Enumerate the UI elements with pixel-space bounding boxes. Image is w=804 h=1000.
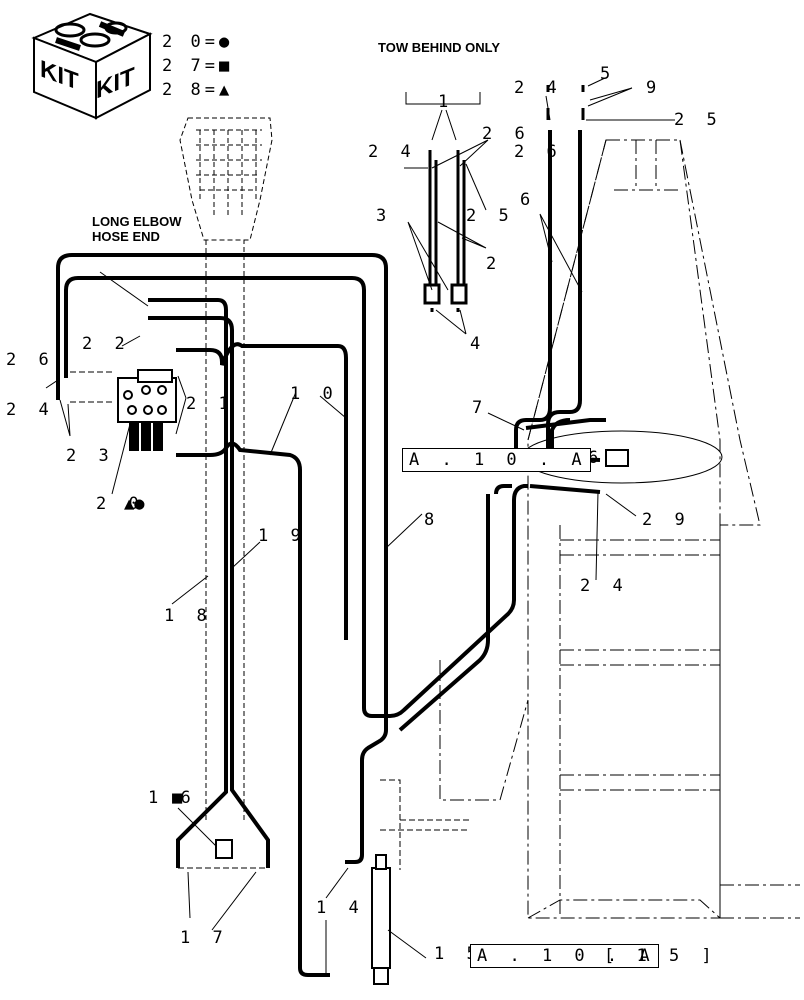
callout-26-rear: 2 6 — [514, 142, 563, 162]
callout-16-symbol: ■ — [172, 788, 183, 808]
callout-25-rear: 2 5 — [674, 110, 723, 130]
callout-19: 1 9 — [258, 526, 307, 546]
hose-2 — [423, 160, 468, 305]
hydraulic-cylinder — [371, 854, 391, 985]
quick-coupler-29 — [605, 449, 629, 467]
legend-row-28: 2 8=▲ — [162, 80, 234, 100]
callout-1: 1 — [438, 92, 455, 112]
callout-15: 1 5 — [434, 944, 483, 964]
callout-26-tow: 2 6 — [482, 124, 531, 144]
legend-row-20: 2 0=● — [162, 32, 234, 52]
square-icon: ■ — [218, 56, 234, 76]
ref-box-top[interactable]: A . 1 0 . A — [402, 448, 591, 472]
callout-21: 2 1 — [186, 394, 235, 414]
callout-20-symbols: ▲● — [124, 494, 145, 514]
callout-5: 5 — [600, 64, 617, 84]
hose-6 — [514, 130, 606, 470]
callout-18: 1 8 — [164, 606, 213, 626]
long-elbow-note-line2: HOSE END — [92, 229, 160, 244]
hose-loops — [56, 253, 528, 977]
callout-3: 3 — [376, 206, 393, 226]
circle-icon: ● — [218, 32, 234, 52]
callout-2: 2 — [486, 254, 503, 274]
callout-25-tow: 2 5 — [466, 206, 515, 226]
legend-row-27: 2 7=■ — [162, 56, 234, 76]
callout-4: 4 — [470, 334, 487, 354]
leader-lines — [45, 77, 675, 975]
callout-29: 2 9 — [642, 510, 691, 530]
callout-14: 1 4 — [316, 898, 365, 918]
legend-number-28: 2 8 — [162, 80, 205, 100]
callout-26-valve: 2 6 — [6, 350, 55, 370]
callout-8: 8 — [424, 510, 441, 530]
legend-number-20: 2 0 — [162, 32, 205, 52]
tractor-outline — [179, 117, 273, 820]
tow-behind-note: TOW BEHIND ONLY — [378, 40, 501, 55]
hose-8 — [398, 484, 601, 732]
callout-24-tow: 2 4 — [368, 142, 417, 162]
kit-box-icon — [31, 12, 153, 120]
callout-6-rear: 6 — [520, 190, 537, 210]
long-elbow-note-line1: LONG ELBOW — [92, 214, 182, 229]
fittings-tow — [428, 85, 585, 312]
callout-9: 9 — [646, 78, 663, 98]
callout-24-hitch: 2 4 — [580, 576, 629, 596]
pump-block — [215, 839, 233, 859]
legend-number-27: 2 7 — [162, 56, 205, 76]
valve-assembly — [117, 369, 177, 451]
callout-20: 2 0 — [96, 494, 145, 514]
triangle-icon: ▲ — [218, 80, 234, 100]
callout-7: 7 — [472, 398, 489, 418]
ref-box-bottom-suffix: [ 1 5 ] — [604, 946, 718, 966]
callout-16: 1 6 — [148, 788, 197, 808]
callout-17: 1 7 — [180, 928, 229, 948]
implement-frame — [439, 139, 800, 919]
callout-24-rear: 2 4 — [514, 78, 563, 98]
callout-23: 2 3 — [66, 446, 115, 466]
dashed-connectors — [70, 371, 470, 870]
callout-10: 1 0 — [290, 384, 339, 404]
callout-24-valve: 2 4 — [6, 400, 55, 420]
ref-box-bottom[interactable]: A . 1 0 . A — [470, 944, 659, 968]
callout-22: 2 2 — [82, 334, 131, 354]
callout-6-hitch: 6 — [588, 448, 605, 468]
